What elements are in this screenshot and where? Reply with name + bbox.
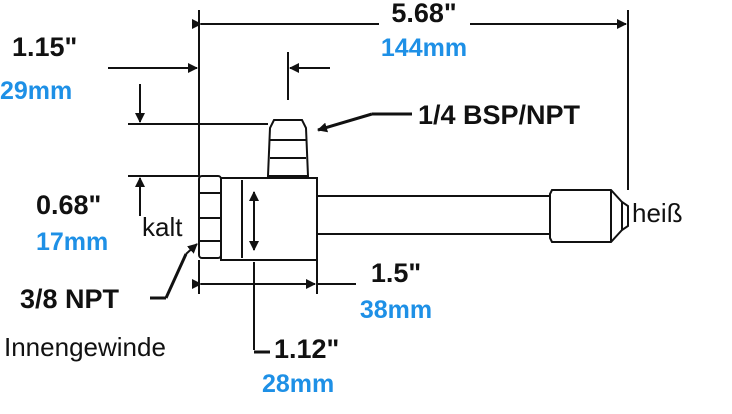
inlet-offset-inch: 0.68" (36, 190, 101, 220)
body-width-inch: 1.12" (274, 334, 339, 364)
outlet-callout: 1/4 BSP/NPT (317, 100, 581, 133)
dim-tube-length: 1.5" 38mm (192, 258, 432, 324)
hex-to-outlet-inch: 1.15" (12, 32, 77, 62)
cold-side-label: kalt (142, 212, 183, 242)
dim-hex-to-outlet: 1.15" 29mm (0, 32, 330, 105)
hot-end-valve (549, 189, 629, 243)
hot-tube (316, 195, 551, 235)
tube-length-inch: 1.5" (371, 258, 421, 288)
device-outline (198, 119, 629, 261)
inlet-thread-label: 3/8 NPT (20, 284, 120, 314)
dim-inlet-offset: 0.68" 17mm (36, 84, 268, 256)
dim-overall-length: 5.68" 144mm (192, 0, 629, 190)
inlet-callout: 3/8 NPT Innengewinde (4, 243, 198, 362)
hex-to-outlet-mm: 29mm (0, 77, 72, 105)
inlet-thread-type-label: Innengewinde (4, 332, 166, 362)
dim-body-width: 1.12" 28mm (253, 262, 339, 398)
body-block (220, 177, 318, 261)
inlet-offset-mm: 17mm (36, 228, 108, 256)
outlet-thread-label: 1/4 BSP/NPT (418, 100, 581, 130)
overall-length-mm: 144mm (381, 34, 467, 62)
hex-nut (198, 175, 222, 259)
outlet-fitting (266, 119, 310, 177)
overall-length-inch: 5.68" (391, 0, 456, 28)
body-width-mm: 28mm (262, 370, 334, 398)
tube-length-mm: 38mm (360, 296, 432, 324)
hot-side-label: heiß (632, 198, 683, 228)
